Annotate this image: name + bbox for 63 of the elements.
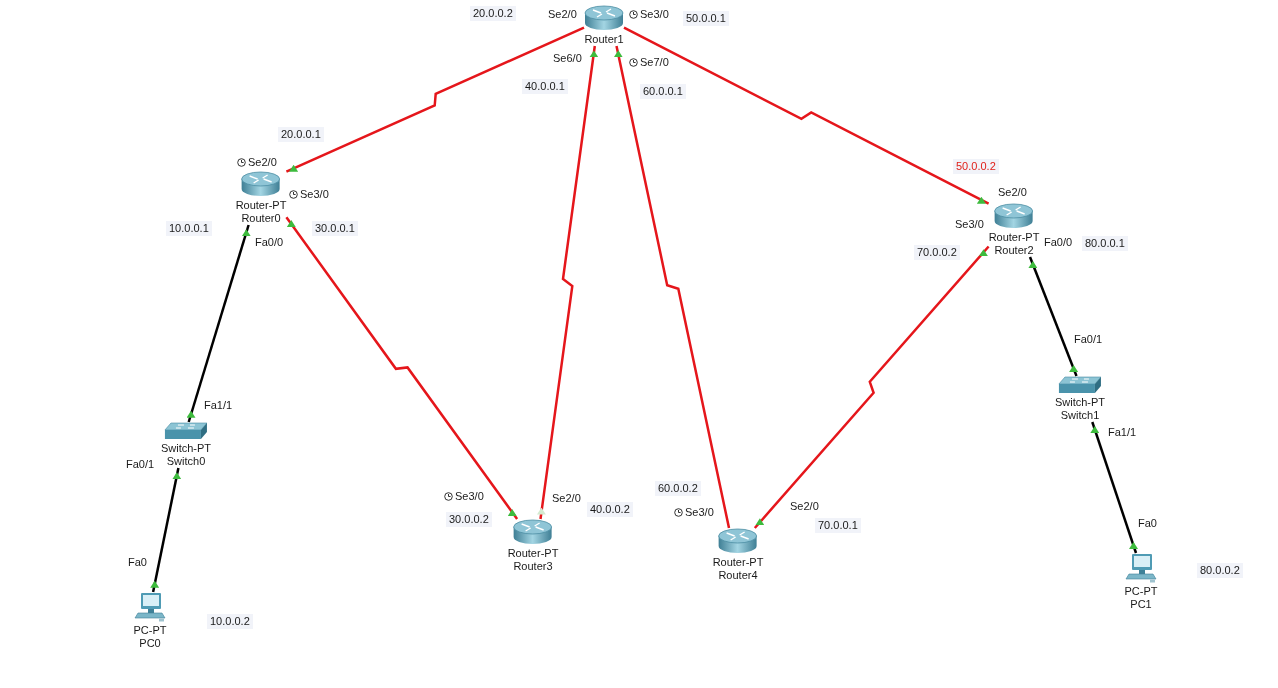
interface-label: Se3/0: [640, 8, 669, 21]
interface-label: Se7/0: [640, 56, 669, 69]
serial-link-line: [753, 245, 990, 529]
ethernet-link-line: [150, 467, 182, 593]
ip-address-label: 50.0.0.1: [683, 11, 729, 26]
ethernet-link-line: [1090, 421, 1138, 554]
ip-address-label: 80.0.0.1: [1082, 236, 1128, 251]
interface-label: Se2/0: [552, 492, 581, 505]
serial-link-line: [285, 216, 519, 520]
device-label: Router-PT: [712, 556, 764, 569]
ip-address-label: 30.0.0.2: [446, 512, 492, 527]
interface-label: Fa0: [128, 556, 147, 569]
interface-label: Se2/0: [548, 8, 577, 21]
ip-address-label: 50.0.0.2: [953, 159, 999, 174]
interface-label: Se6/0: [553, 52, 582, 65]
ip-address-label: 70.0.0.1: [815, 518, 861, 533]
interface-label: Se2/0: [790, 500, 819, 513]
interface-label: Se3/0: [685, 506, 714, 519]
ip-address-label: 10.0.0.1: [166, 221, 212, 236]
ip-address-label: 80.0.0.2: [1197, 563, 1243, 578]
device-label: Switch-PT: [1054, 396, 1106, 409]
device-label: Switch1: [1060, 409, 1100, 422]
device-label: PC-PT: [133, 624, 167, 637]
device-label: PC0: [139, 637, 161, 650]
serial-link-line: [613, 45, 731, 529]
device-label: Switch0: [166, 455, 206, 468]
device-label: Router-PT: [988, 231, 1040, 244]
device-label: Switch-PT: [160, 442, 212, 455]
ip-address-label: 60.0.0.2: [655, 481, 701, 496]
interface-label: Fa1/1: [204, 399, 233, 412]
interface-label: Se3/0: [300, 188, 329, 201]
device-label: Router1: [584, 33, 624, 46]
serial-link-line: [285, 26, 585, 173]
ip-address-label: 30.0.0.1: [312, 221, 358, 236]
ip-address-label: 40.0.0.2: [587, 502, 633, 517]
ip-address-label: 20.0.0.1: [278, 127, 324, 142]
interface-label: Fa0/0: [1044, 236, 1073, 249]
device-label: PC1: [1130, 598, 1152, 611]
ip-address-label: 10.0.0.2: [207, 614, 253, 629]
interface-label: Fa0: [1138, 517, 1157, 530]
ip-address-label: 70.0.0.2: [914, 245, 960, 260]
interface-label: Fa0/1: [126, 458, 155, 471]
interface-label: Se3/0: [455, 490, 484, 503]
ethernet-link-line: [1028, 256, 1079, 377]
interface-label: Fa0/0: [255, 236, 284, 249]
interface-label: Se3/0: [955, 218, 984, 231]
interface-label: Se2/0: [998, 186, 1027, 199]
device-label: PC-PT: [1124, 585, 1158, 598]
serial-link-line: [536, 45, 599, 520]
ip-address-label: 60.0.0.1: [640, 84, 686, 99]
ethernet-link-line: [186, 224, 251, 423]
serial-link-line: [623, 26, 990, 205]
ip-address-label: 40.0.0.1: [522, 79, 568, 94]
device-label: Router-PT: [235, 199, 287, 212]
device-label: Router2: [994, 244, 1034, 257]
device-label: Router0: [241, 212, 281, 225]
ip-address-label: 20.0.0.2: [470, 6, 516, 21]
interface-label: Fa1/1: [1108, 426, 1137, 439]
interface-label: Se2/0: [248, 156, 277, 169]
interface-label: Fa0/1: [1074, 333, 1103, 346]
device-label: Router4: [718, 569, 758, 582]
device-label: Router3: [513, 560, 553, 573]
device-label: Router-PT: [507, 547, 559, 560]
